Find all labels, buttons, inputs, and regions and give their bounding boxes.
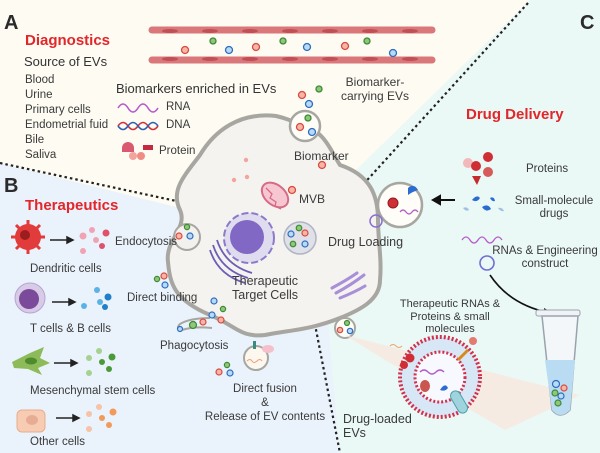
dna-label: DNA	[166, 119, 191, 131]
drug-delivery-region	[300, 0, 600, 453]
source-item: Bile	[25, 134, 45, 146]
panel-b-label: B	[4, 175, 19, 197]
drug-delivery-title: Drug Delivery	[466, 106, 564, 123]
dendritic-cell-icon	[11, 220, 45, 254]
t-cell-icon	[14, 282, 46, 314]
cell-source-label: T cells & B cells	[30, 323, 111, 335]
mitochondrion-icon	[260, 181, 290, 210]
direct-binding-label: Direct binding	[127, 292, 198, 304]
source-item: Saliva	[25, 149, 57, 161]
protein-icon	[122, 142, 153, 160]
drug-loading-label: Drug Loading	[328, 235, 404, 249]
rnas-construct-label: RNAs & Engineering construct	[492, 245, 598, 271]
eppendorf-tube-icon	[535, 309, 581, 416]
endocytosis-label: Endocytosis	[115, 236, 178, 248]
biomarker-label: Biomarker	[294, 149, 349, 163]
cell-source-label: Mesenchymal stem cells	[30, 385, 156, 397]
source-item: Endometrial fuid	[25, 119, 109, 131]
arrow-icon	[430, 194, 455, 206]
source-list: Blood Urine Primary cells Endometrial fu…	[25, 73, 108, 163]
cell-source-label: Other cells	[30, 436, 85, 448]
biomarkers-heading: Biomarkers enriched in EVs	[116, 81, 277, 96]
drug-loaded-evs-label: Drug-loaded EVs	[343, 412, 412, 441]
er-icon	[209, 239, 253, 284]
biomarker-carrying-evs-label: Biomarker-carrying EVs	[340, 75, 410, 103]
rna-label: RNA	[166, 101, 191, 113]
panel-c-label: C	[580, 12, 595, 34]
therapeutics-title: Therapeutics	[25, 197, 119, 214]
diagnostics-title: Diagnostics	[25, 32, 111, 49]
divider-b-c	[295, 231, 342, 453]
rna-icon	[117, 103, 159, 113]
target-cells-label: Therapeutic Target Cells	[231, 274, 298, 303]
mvb-label: MVB	[299, 192, 326, 206]
cell-source-label: Dendritic cells	[30, 263, 102, 275]
panel-a-label: A	[4, 12, 19, 34]
source-heading: Source of EVs	[24, 54, 108, 69]
small-molecule-drugs-label: Small-molecule drugs	[514, 195, 594, 221]
rna-construct-icon	[461, 236, 503, 244]
arrow-icon	[50, 235, 81, 423]
phagocytosis-label: Phagocytosis	[160, 340, 229, 352]
mvb-icon	[283, 221, 317, 255]
source-item: Blood	[25, 74, 55, 86]
proteins-label: Proteins	[526, 163, 569, 175]
other-cell-icon	[16, 409, 46, 433]
mesenchymal-stem-cell-icon	[12, 347, 50, 375]
therapeutic-target-cell	[165, 113, 383, 338]
plasmid-icon	[479, 255, 495, 271]
source-item: Urine	[25, 89, 53, 101]
small-molecule-drugs-icon	[463, 196, 504, 212]
proteins-icon	[463, 152, 493, 185]
divider-a-c	[319, 2, 529, 233]
release-contents-label: Release of EV contents	[204, 411, 326, 423]
therapeutic-cargo-label: Therapeutic RNAs & Proteins & small mole…	[399, 298, 501, 336]
golgi-icon	[330, 271, 367, 300]
blood-vessel-icon	[148, 26, 436, 64]
protein-label: Protein	[159, 145, 196, 157]
nucleus-icon	[223, 212, 275, 264]
drug-loaded-ev-icon	[389, 335, 482, 419]
ampersand-label: &	[261, 397, 269, 409]
source-item: Primary cells	[25, 104, 91, 116]
direct-fusion-label: Direct fusion	[233, 383, 297, 395]
dna-icon	[117, 121, 159, 131]
